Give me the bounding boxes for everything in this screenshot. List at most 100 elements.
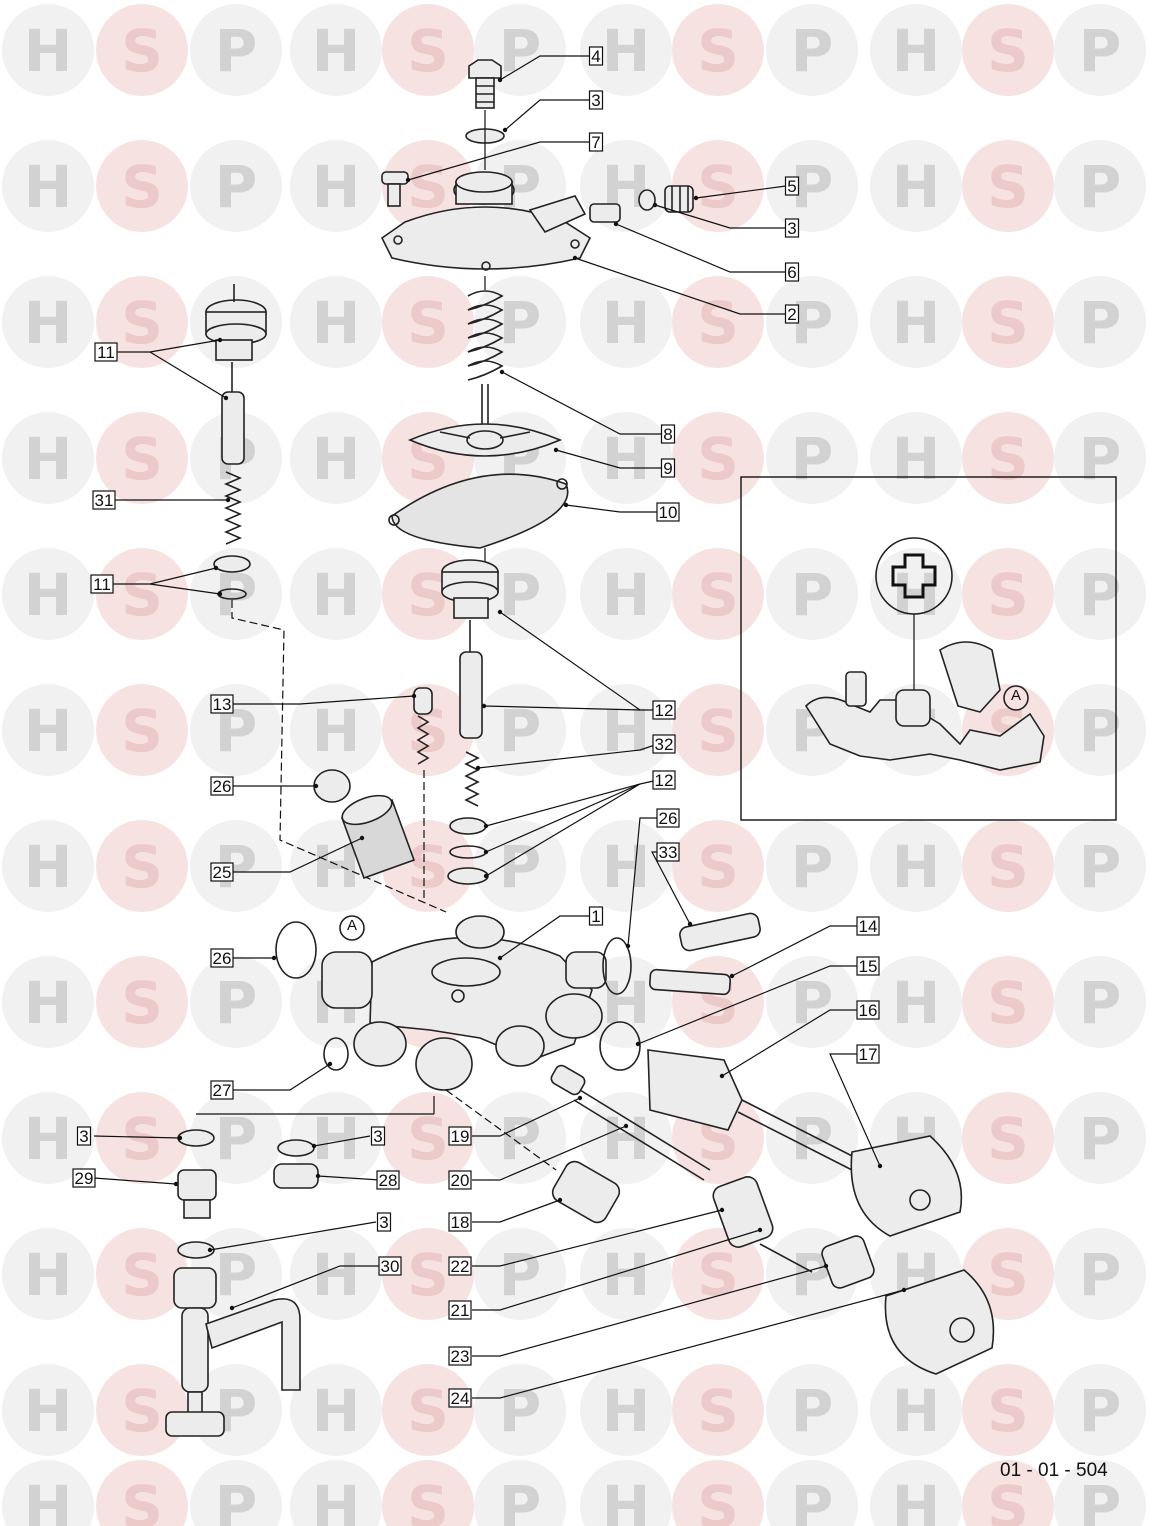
watermark-circle xyxy=(290,412,382,504)
callout-leader-dot xyxy=(499,369,505,375)
watermark-circle xyxy=(2,1460,94,1526)
callout-leader-dot xyxy=(877,1163,883,1169)
callout-19: 19 xyxy=(448,1095,583,1146)
watermark-letter: H xyxy=(312,697,361,765)
callout-leader-line xyxy=(472,1209,723,1267)
callout-number: 15 xyxy=(859,957,878,976)
watermark-circle xyxy=(962,4,1054,96)
callout-leader-dot xyxy=(719,1073,725,1079)
watermark-circle xyxy=(96,1092,188,1184)
watermark-letter: H xyxy=(312,425,361,493)
callout-tag-box xyxy=(656,808,680,828)
watermark-letter: P xyxy=(499,1473,542,1526)
callout-18: 18 xyxy=(448,1197,563,1232)
callout-tag-box xyxy=(448,1300,472,1320)
watermark-letter: S xyxy=(987,1241,1029,1309)
watermark-circle xyxy=(580,412,672,504)
callout-number: 26 xyxy=(213,949,232,968)
watermark-letter: S xyxy=(121,969,163,1037)
callout-tag-box xyxy=(370,1126,386,1146)
watermark-letter: S xyxy=(697,153,739,221)
callout-2: 2 xyxy=(572,255,800,324)
watermark-circle xyxy=(382,276,474,368)
callout-tag-box xyxy=(210,948,234,968)
watermark-letter: H xyxy=(602,833,651,901)
connector-33 xyxy=(679,912,761,952)
watermark-circle xyxy=(190,1460,282,1526)
callout-number: 20 xyxy=(451,1171,470,1190)
watermark-letter: S xyxy=(987,425,1029,493)
callout-leader-line xyxy=(651,851,691,925)
callout-number: 3 xyxy=(373,1127,382,1146)
callout-1: 1 xyxy=(497,906,604,961)
watermark-circle xyxy=(1054,1460,1146,1526)
watermark-circle xyxy=(580,276,672,368)
callout-number: 17 xyxy=(859,1045,878,1064)
callout-9: 9 xyxy=(553,447,676,478)
callout-tag-box xyxy=(656,842,680,862)
watermark-circle xyxy=(290,1228,382,1320)
watermark-letter: H xyxy=(312,17,361,85)
callout-leader-dot xyxy=(217,337,223,343)
valve-stem xyxy=(459,651,483,739)
callout-leader-dot xyxy=(901,1287,907,1293)
inset-marker-label: A xyxy=(1010,687,1021,704)
callout-number: 5 xyxy=(787,177,796,196)
watermark-letter: H xyxy=(602,1105,651,1173)
watermark-letter: P xyxy=(215,1473,258,1526)
callout-3: 3 xyxy=(311,1126,386,1149)
body-oring-front xyxy=(599,1021,641,1071)
callout-26: 26 xyxy=(210,948,277,968)
watermark-letter: S xyxy=(697,697,739,765)
callout-tag-box xyxy=(448,1212,472,1232)
diaphragm xyxy=(388,473,569,549)
callout-25: 25 xyxy=(210,835,365,882)
callout-number: 3 xyxy=(591,91,600,110)
watermark-letter: S xyxy=(121,697,163,765)
callout-leader-line xyxy=(112,567,217,585)
body-marker-circle xyxy=(339,915,365,941)
watermark-circle xyxy=(580,684,672,776)
watermark-circle xyxy=(2,1092,94,1184)
callout-26: 26 xyxy=(210,776,319,796)
watermark-letter: P xyxy=(1079,1473,1122,1526)
watermark-letter: S xyxy=(697,833,739,901)
callout-leader-line xyxy=(93,1177,177,1185)
cover-bolt xyxy=(468,59,502,109)
callout-22: 22 xyxy=(448,1207,725,1276)
watermark-circle xyxy=(1054,956,1146,1048)
watermark-letter: S xyxy=(697,1241,739,1309)
callout-leader-dot xyxy=(217,591,223,597)
callout-leader-line xyxy=(829,1053,881,1167)
callout-number: 1 xyxy=(591,907,600,926)
callout-leader-line xyxy=(472,1229,761,1311)
callout-tag-box xyxy=(448,1256,472,1276)
callout-leader-dot xyxy=(719,1207,725,1213)
plus-icon xyxy=(891,553,937,599)
watermark-letter: H xyxy=(24,833,73,901)
watermark-circle xyxy=(382,1460,474,1526)
watermark-letter: P xyxy=(499,1105,542,1173)
callout-32: 32 xyxy=(475,734,676,771)
callout-8: 8 xyxy=(499,369,676,444)
callout-leader-line xyxy=(721,1009,862,1077)
watermark-letter: H xyxy=(892,1473,941,1526)
callout-leader-line xyxy=(407,141,590,181)
watermark-circle xyxy=(190,820,282,912)
callout-leader-line xyxy=(149,583,221,595)
callout-leader-dot xyxy=(481,703,487,709)
plug-18 xyxy=(551,1160,621,1224)
callout-6: 6 xyxy=(613,221,800,282)
watermark-letter: S xyxy=(121,17,163,85)
watermark-circle xyxy=(96,1364,188,1456)
watermark-letter: P xyxy=(215,153,258,221)
callout-leader-dot xyxy=(311,1143,317,1149)
callout-leader-line xyxy=(317,1175,381,1181)
callout-15: 15 xyxy=(635,956,880,1047)
watermark-circle xyxy=(870,1364,962,1456)
watermark-letter: S xyxy=(697,1377,739,1445)
callout-number: 9 xyxy=(663,459,672,478)
watermark-letter: H xyxy=(892,833,941,901)
callout-leader-line xyxy=(504,99,590,131)
watermark-circle xyxy=(96,4,188,96)
